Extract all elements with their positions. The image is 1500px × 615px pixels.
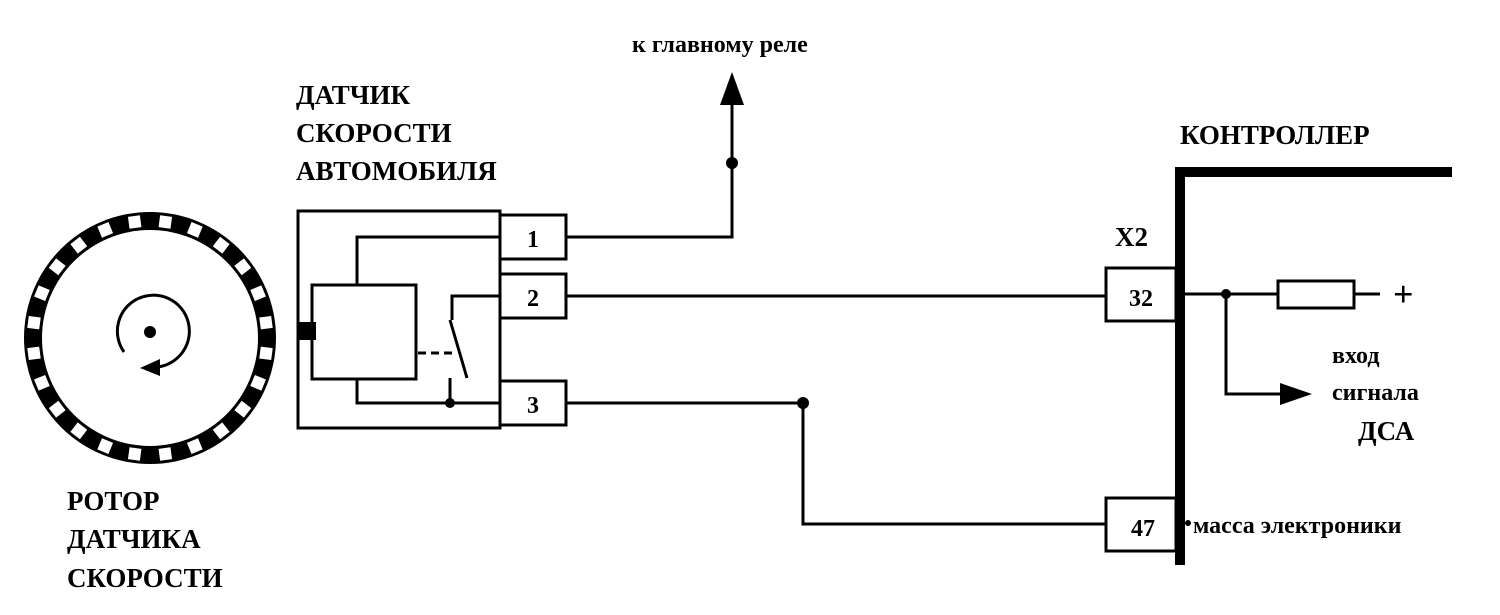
rotor-center-dot — [144, 326, 156, 338]
controller-pin-32 — [1104, 266, 1178, 323]
rotor-tooth — [127, 215, 142, 229]
rotor-tooth — [158, 215, 173, 229]
svg-text:2: 2 — [527, 286, 539, 312]
arrow-up-icon — [720, 72, 744, 105]
electronics-ground-label: масса электроники — [1193, 513, 1402, 539]
rotor-tooth — [34, 285, 50, 302]
rotor-tooth — [259, 346, 273, 361]
wire-pin3-to-pin47 — [566, 401, 1106, 526]
rotor-tooth — [70, 422, 88, 440]
resistor-icon — [1276, 279, 1356, 310]
rotor-tooth — [234, 400, 252, 418]
rotor-tooth — [250, 285, 266, 302]
rotor-tooth — [70, 236, 88, 254]
speed-sensor-rotor — [24, 212, 276, 464]
rotor-title-line-3: СКОРОСТИ — [67, 563, 223, 593]
junction-dot — [445, 398, 455, 408]
rotation-arrow-icon — [115, 293, 191, 376]
vehicle-speed-sensor — [296, 209, 502, 430]
svg-text:3: 3 — [527, 393, 539, 419]
rotor-tooth — [158, 447, 173, 461]
junction-dot — [1185, 520, 1191, 526]
arrow-right-icon — [1280, 383, 1312, 405]
rotor-tooth — [186, 222, 203, 238]
rotor-tooth — [259, 315, 273, 330]
rotor-title-line-1: РОТОР — [67, 486, 159, 516]
rotor-tooth — [212, 236, 230, 254]
wire-pin1-to-main-relay — [566, 100, 734, 239]
rotor-tooth — [250, 374, 266, 391]
controller-outline — [1175, 167, 1452, 565]
rotor-tooth — [48, 258, 66, 276]
controller-title: КОНТРОЛЛЕР — [1180, 120, 1370, 150]
svg-text:32: 32 — [1129, 286, 1153, 312]
wire-to-signal-input — [1224, 294, 1280, 396]
rotor-tooth — [34, 374, 50, 391]
signal-input-line-1: вход — [1332, 343, 1380, 369]
sensor-internal-line-1 — [355, 235, 500, 285]
rotor-tooth — [212, 422, 230, 440]
sensor-title-line-3: АВТОМОБИЛЯ — [296, 156, 497, 186]
rotor-tooth — [97, 438, 114, 454]
sensor-title-line-1: ДАТЧИК — [296, 80, 411, 110]
sensor-pin-1: 1 — [498, 213, 568, 261]
junction-dot — [797, 397, 809, 409]
signal-input-line-3: ДСА — [1358, 416, 1415, 446]
svg-text:47: 47 — [1131, 516, 1155, 542]
controller: 32 47 — [1104, 167, 1452, 565]
rotor-tooth — [127, 447, 142, 461]
sensor-element — [310, 283, 418, 381]
sensor-tip — [299, 322, 316, 340]
rotor-tooth — [234, 258, 252, 276]
rotor-tooth — [48, 400, 66, 418]
sensor-pin-3: 3 — [498, 379, 568, 427]
sensor-title-line-2: СКОРОСТИ — [296, 118, 452, 148]
rotor-tooth — [97, 222, 114, 238]
signal-input-line-2: сигнала — [1332, 380, 1419, 406]
rotor-title-line-2: ДАТЧИКА — [67, 524, 201, 554]
rotor-tooth — [27, 315, 41, 330]
junction-dot — [726, 157, 738, 169]
rotor-tooth — [186, 438, 203, 454]
rotor-teeth — [27, 215, 273, 461]
controller-pin-47 — [1104, 496, 1178, 553]
plus-label: + — [1393, 274, 1414, 314]
sensor-pin-2: 2 — [498, 272, 568, 320]
svg-text:1: 1 — [527, 227, 539, 253]
to-main-relay-label: к главному реле — [632, 32, 808, 58]
rotor-tooth — [27, 346, 41, 361]
connector-label: X2 — [1115, 222, 1148, 252]
